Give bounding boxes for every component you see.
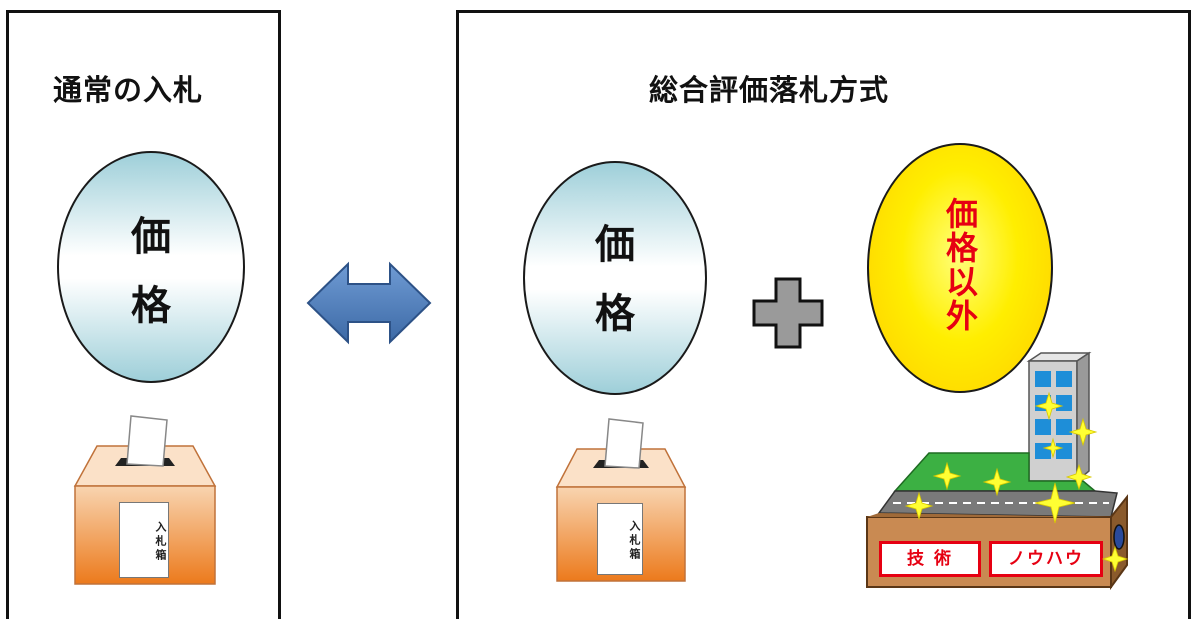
panel-comprehensive-evaluation: 総合評価落札方式 価 格 価格以外 入札箱 <box>456 10 1191 619</box>
panel-normal-bidding: 通常の入札 価 格 入札箱 <box>6 10 281 619</box>
price-oval: 価 格 <box>523 161 707 395</box>
double-arrow-icon <box>306 261 432 345</box>
other-than-price-text: 価格以外 <box>941 197 979 333</box>
price-oval: 価 格 <box>57 151 245 383</box>
price-oval-char: 格 <box>131 283 171 329</box>
sparkle-icon <box>904 391 1129 573</box>
ballot-box-label: 入札箱 <box>119 502 169 578</box>
price-oval-char: 格 <box>595 291 635 337</box>
technology-label: 技 術 <box>879 541 981 577</box>
plus-icon <box>752 277 824 349</box>
panel-title: 通常の入札 <box>53 73 204 107</box>
ballot-box-icon: 入札箱 <box>73 406 217 586</box>
panel-title: 総合評価落札方式 <box>649 73 890 107</box>
ballot-box-label: 入札箱 <box>597 503 643 575</box>
other-than-price-oval: 価格以外 <box>867 143 1053 393</box>
knowhow-label: ノウハウ <box>989 541 1103 577</box>
price-oval-char: 価 <box>595 222 635 268</box>
ballot-box-icon: 入札箱 <box>555 411 687 583</box>
price-oval-char: 価 <box>131 214 171 260</box>
